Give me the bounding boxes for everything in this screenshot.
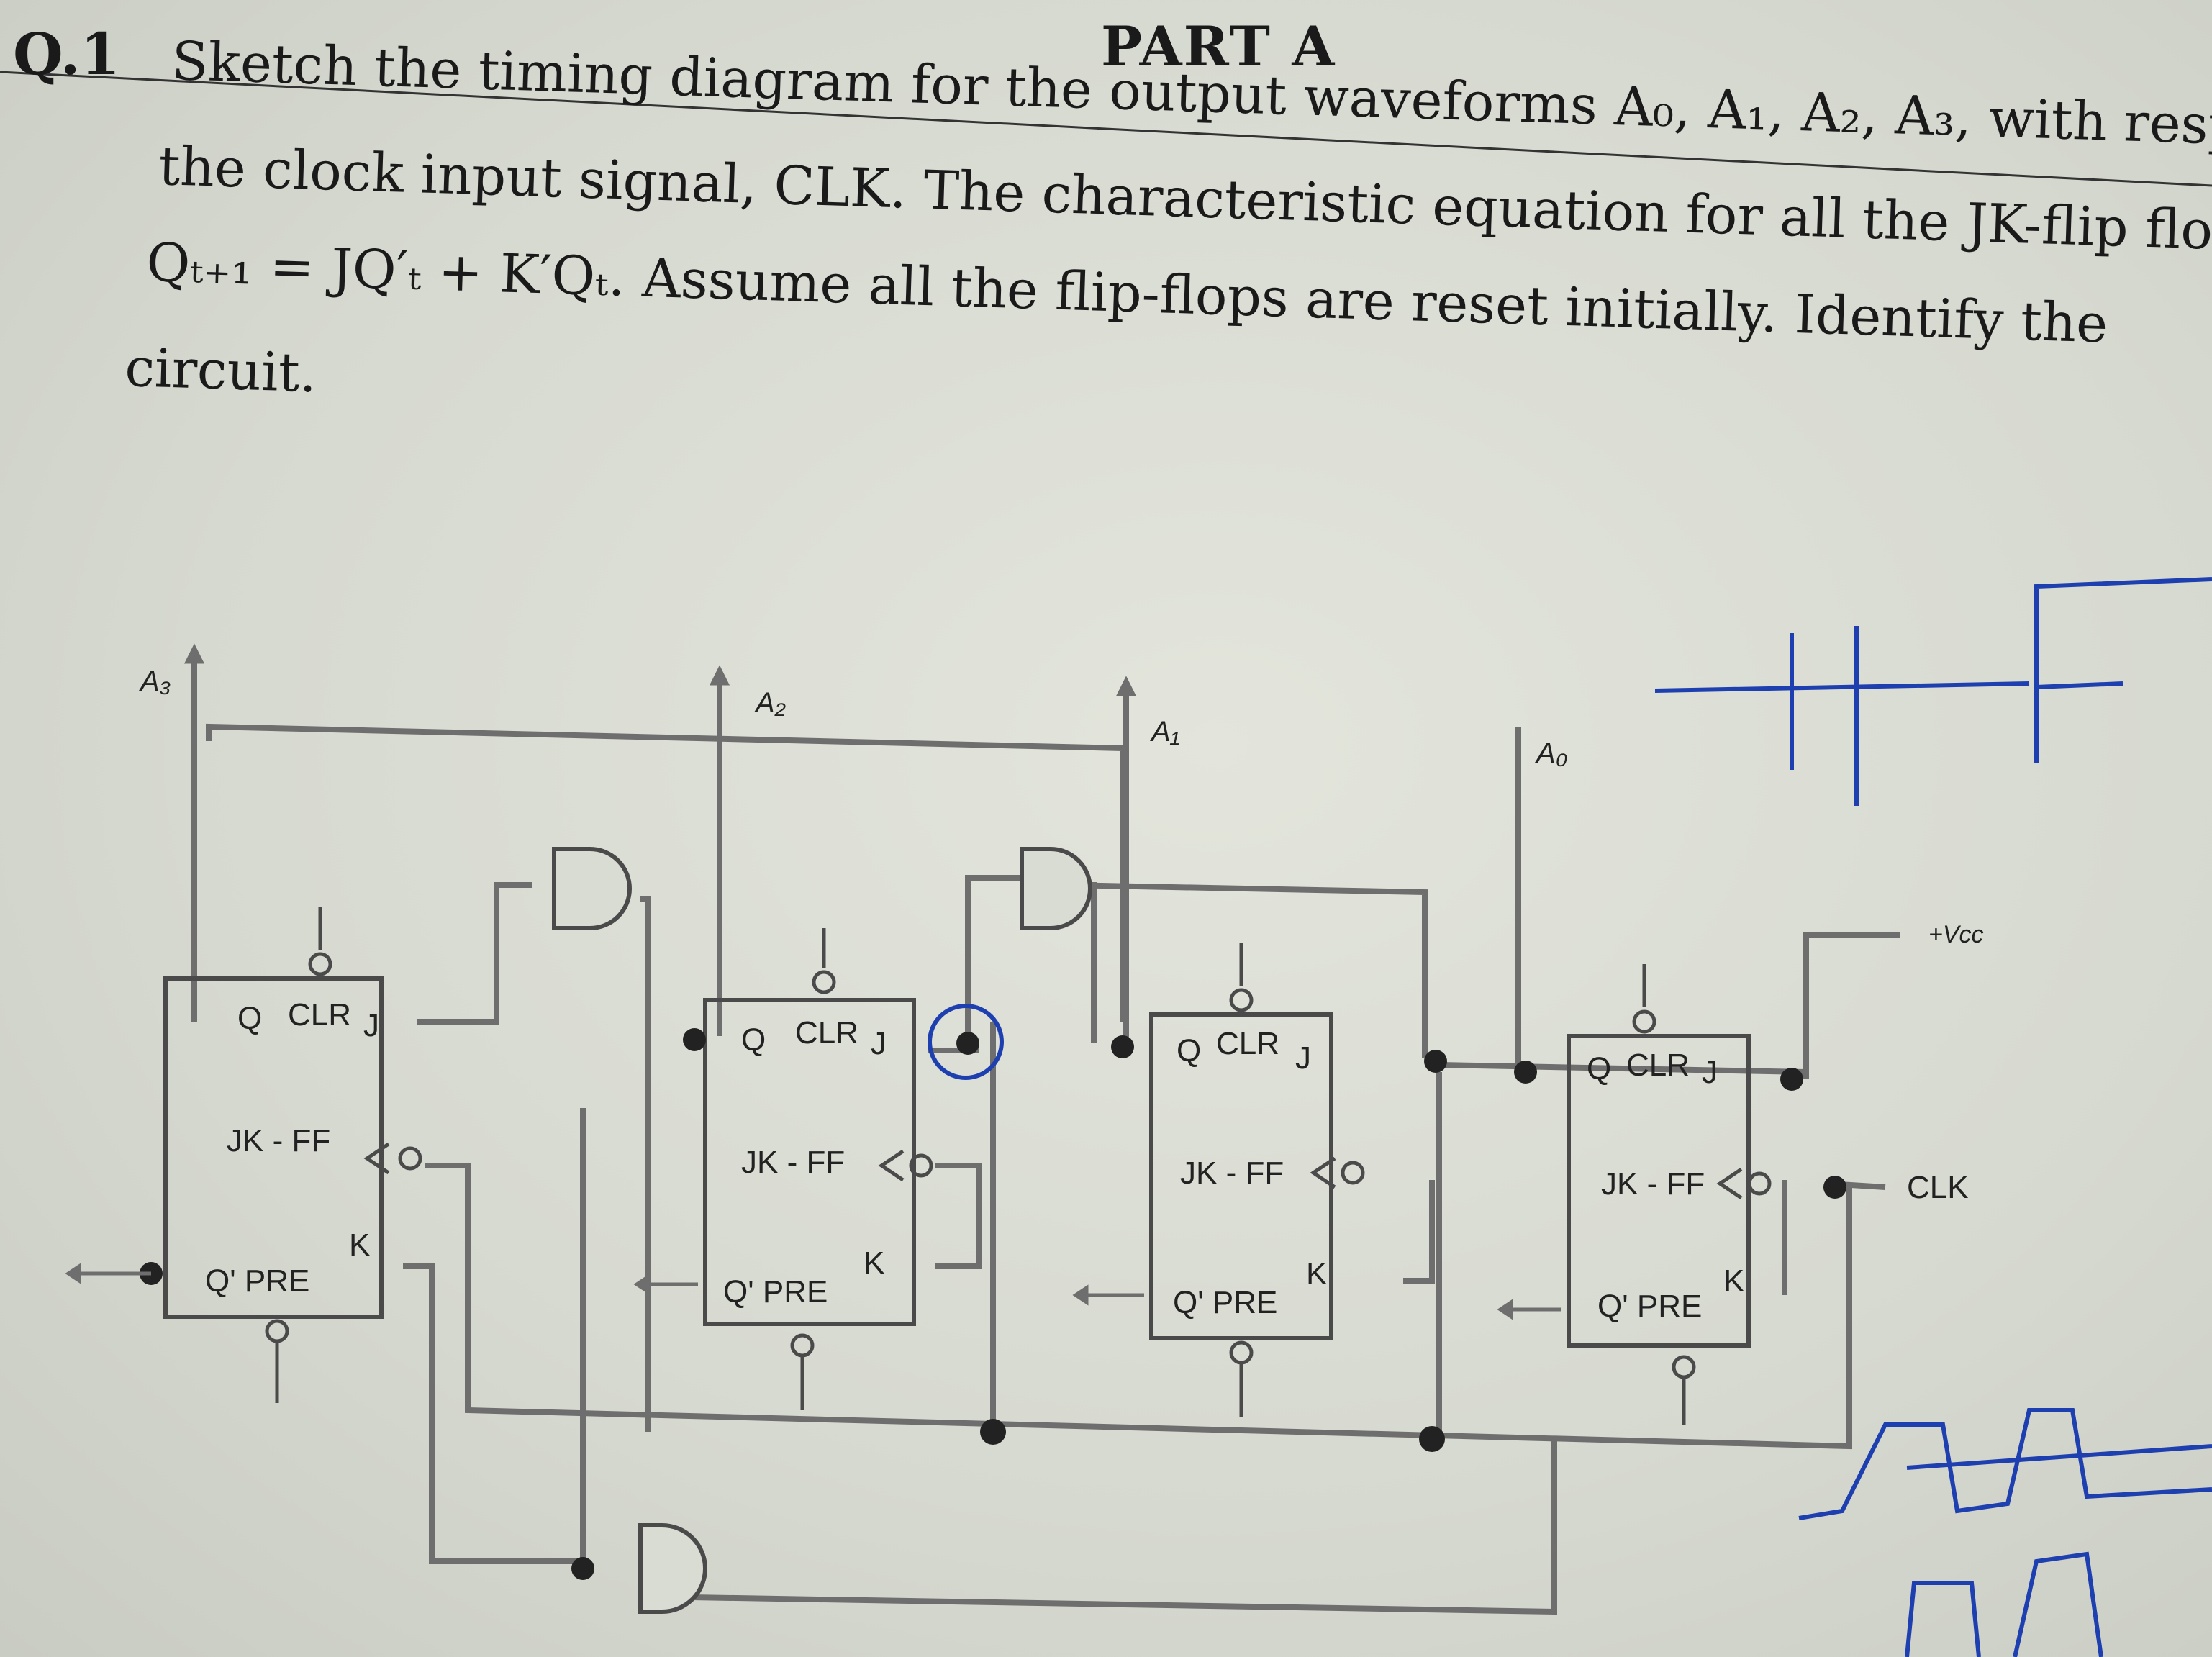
ff3-q-label: Q <box>237 1001 262 1036</box>
ff1-qbar-pre-label: Q' PRE <box>1173 1285 1277 1320</box>
wires <box>191 662 1900 1615</box>
and-gate-1 <box>552 847 632 930</box>
vcc-label: +Vᴄᴄ <box>1928 921 1984 948</box>
jk-ff-1 <box>1149 1012 1333 1340</box>
ff3-type-label: JK - FF <box>227 1123 330 1158</box>
ff0-clr-label: CLR <box>1626 1048 1690 1083</box>
ff2-k-label: K <box>864 1245 884 1281</box>
ff0-k-label: K <box>1723 1263 1744 1299</box>
ff3-qbar-pre-label: Q' PRE <box>205 1263 309 1299</box>
circuit-labels: A₃ A₂ A₁ A₀ Q CLR J JK - FF Q' PRE K Q C… <box>139 666 1984 1324</box>
and-gates <box>552 847 1092 1614</box>
output-label-a0: A₀ <box>1535 737 1568 769</box>
pen-circle <box>928 1004 1004 1080</box>
ff0-qbar-pre-label: Q' PRE <box>1597 1289 1702 1324</box>
part-title: PART A <box>1101 14 1336 78</box>
ff1-k-label: K <box>1306 1256 1327 1291</box>
ff3-k-label: K <box>349 1227 370 1263</box>
and-gate-2 <box>1020 847 1092 930</box>
jk-ff-0 <box>1567 1034 1751 1348</box>
flipflop-boxes <box>163 976 1751 1348</box>
ff2-qbar-pre-label: Q' PRE <box>723 1274 828 1309</box>
ff3-j-label: J <box>363 1008 379 1043</box>
ff0-j-label: J <box>1702 1055 1718 1090</box>
ff3-clr-label: CLR <box>288 997 351 1032</box>
ff2-q-label: Q <box>741 1022 766 1058</box>
ff2-type-label: JK - FF <box>741 1145 845 1180</box>
ff2-clr-label: CLR <box>795 1015 858 1050</box>
ff1-q-label: Q <box>1177 1033 1201 1068</box>
ff2-j-label: J <box>871 1026 887 1061</box>
pen-annotations <box>928 577 2212 1657</box>
ff0-q-label: Q <box>1587 1051 1611 1086</box>
output-label-a1: A₁ <box>1150 716 1179 748</box>
ff1-type-label: JK - FF <box>1180 1156 1284 1191</box>
ff0-type-label: JK - FF <box>1601 1166 1705 1202</box>
ff1-clr-label: CLR <box>1216 1026 1279 1061</box>
clk-label: CLK <box>1907 1170 1969 1205</box>
question-number: Q.1 <box>13 20 121 88</box>
clock-inputs <box>363 1142 1772 1200</box>
clr-pre-pins <box>265 907 1696 1425</box>
ff1-j-label: J <box>1295 1040 1311 1076</box>
and-gate-3 <box>638 1523 707 1614</box>
output-label-a2: A₂ <box>754 687 786 719</box>
header-rule <box>0 71 2212 187</box>
output-arrows <box>65 643 1561 1320</box>
output-label-a3: A₃ <box>139 666 171 697</box>
jk-ff-2 <box>703 998 916 1326</box>
